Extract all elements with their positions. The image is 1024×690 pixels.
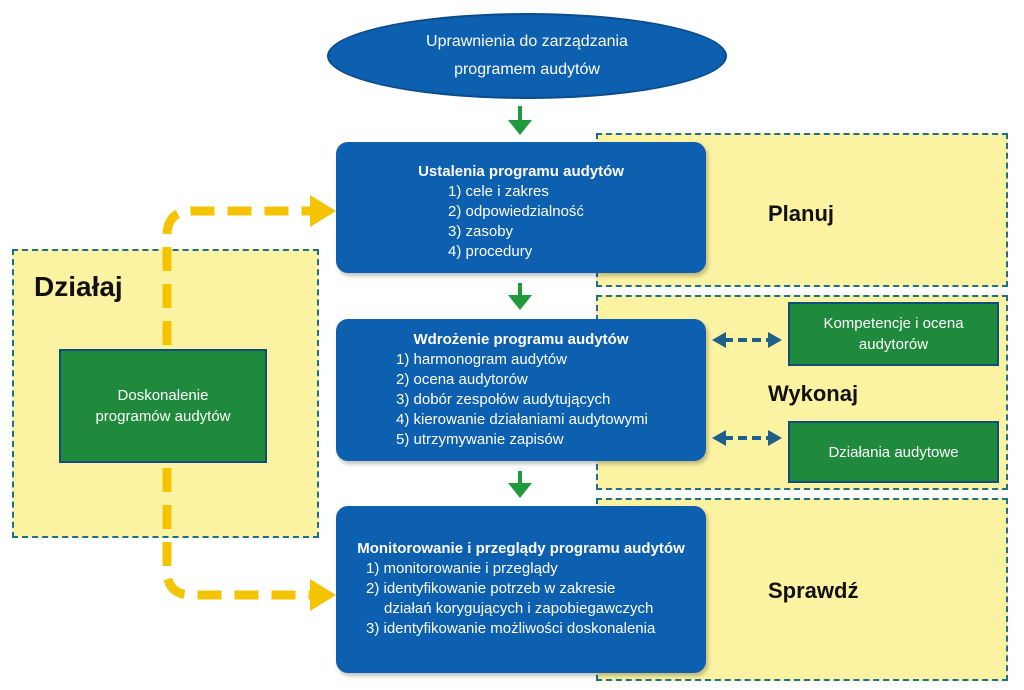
list-item: 1) cele i zakres: [448, 183, 549, 200]
audit-activities-box: Działania audytowe: [788, 421, 999, 483]
list-item: działań korygujących i zapobiegawczych: [384, 600, 654, 617]
monitor-step-list: 1) monitorowanie i przeglądy 2) identyfi…: [336, 559, 706, 639]
list-item: 2) identyfikowanie potrzeb w zakresie: [366, 580, 616, 597]
check-zone-label: Sprawdź: [768, 578, 859, 603]
audit-activities-text: Działania audytowe: [828, 443, 959, 461]
competence-box-text: Kompetencje i ocena audytorów: [823, 315, 964, 353]
establish-step-title: Ustalenia programu audytów: [418, 163, 624, 180]
list-item: 1) monitorowanie i przeglądy: [366, 560, 558, 577]
monitor-step-box: Monitorowanie i przeglądy programu audyt…: [336, 506, 706, 673]
competence-box: Kompetencje i ocena audytorów: [788, 302, 999, 366]
monitor-step-title: Monitorowanie i przeglądy programu audyt…: [357, 540, 685, 557]
implement-step-box: Wdrożenie programu audytów 1) harmonogra…: [336, 319, 706, 461]
list-item: 2) odpowiedzialność: [448, 203, 584, 220]
implement-step-title: Wdrożenie programu audytów: [413, 331, 629, 348]
list-item: 1) harmonogram audytów: [396, 351, 567, 368]
list-item: 3) identyfikowanie możliwości doskonalen…: [366, 620, 656, 637]
list-item: 3) zasoby: [448, 223, 514, 240]
list-item: 4) procedury: [448, 243, 533, 260]
list-item: 2) ocena audytorów: [396, 371, 528, 388]
establish-step-list: 1) cele i zakres 2) odpowiedzialność 3) …: [336, 182, 706, 262]
do-zone-label: Wykonaj: [768, 381, 859, 406]
improvement-box-text: Doskonalenie programów audytów: [95, 387, 231, 425]
establish-step-box: Ustalenia programu audytów 1) cele i zak…: [336, 142, 706, 273]
flow-arrow-3: [508, 471, 532, 498]
act-zone-label: Działaj: [34, 271, 123, 302]
list-item: 4) kierowanie działaniami audytowymi: [396, 411, 648, 428]
flow-arrow-1: [508, 106, 532, 135]
audit-authority-text: Uprawnienia do zarządzania programem aud…: [426, 33, 628, 78]
list-item: 3) dobór zespołów audytujących: [396, 391, 611, 408]
flow-arrow-2: [508, 283, 532, 310]
plan-zone-label: Planuj: [768, 201, 835, 226]
audit-authority-ellipse: Uprawnienia do zarządzania programem aud…: [327, 13, 727, 99]
improvement-box: Doskonalenie programów audytów: [59, 349, 267, 463]
implement-step-list: 1) harmonogram audytów 2) ocena audytoró…: [336, 350, 706, 450]
list-item: 5) utrzymywanie zapisów: [396, 431, 564, 448]
